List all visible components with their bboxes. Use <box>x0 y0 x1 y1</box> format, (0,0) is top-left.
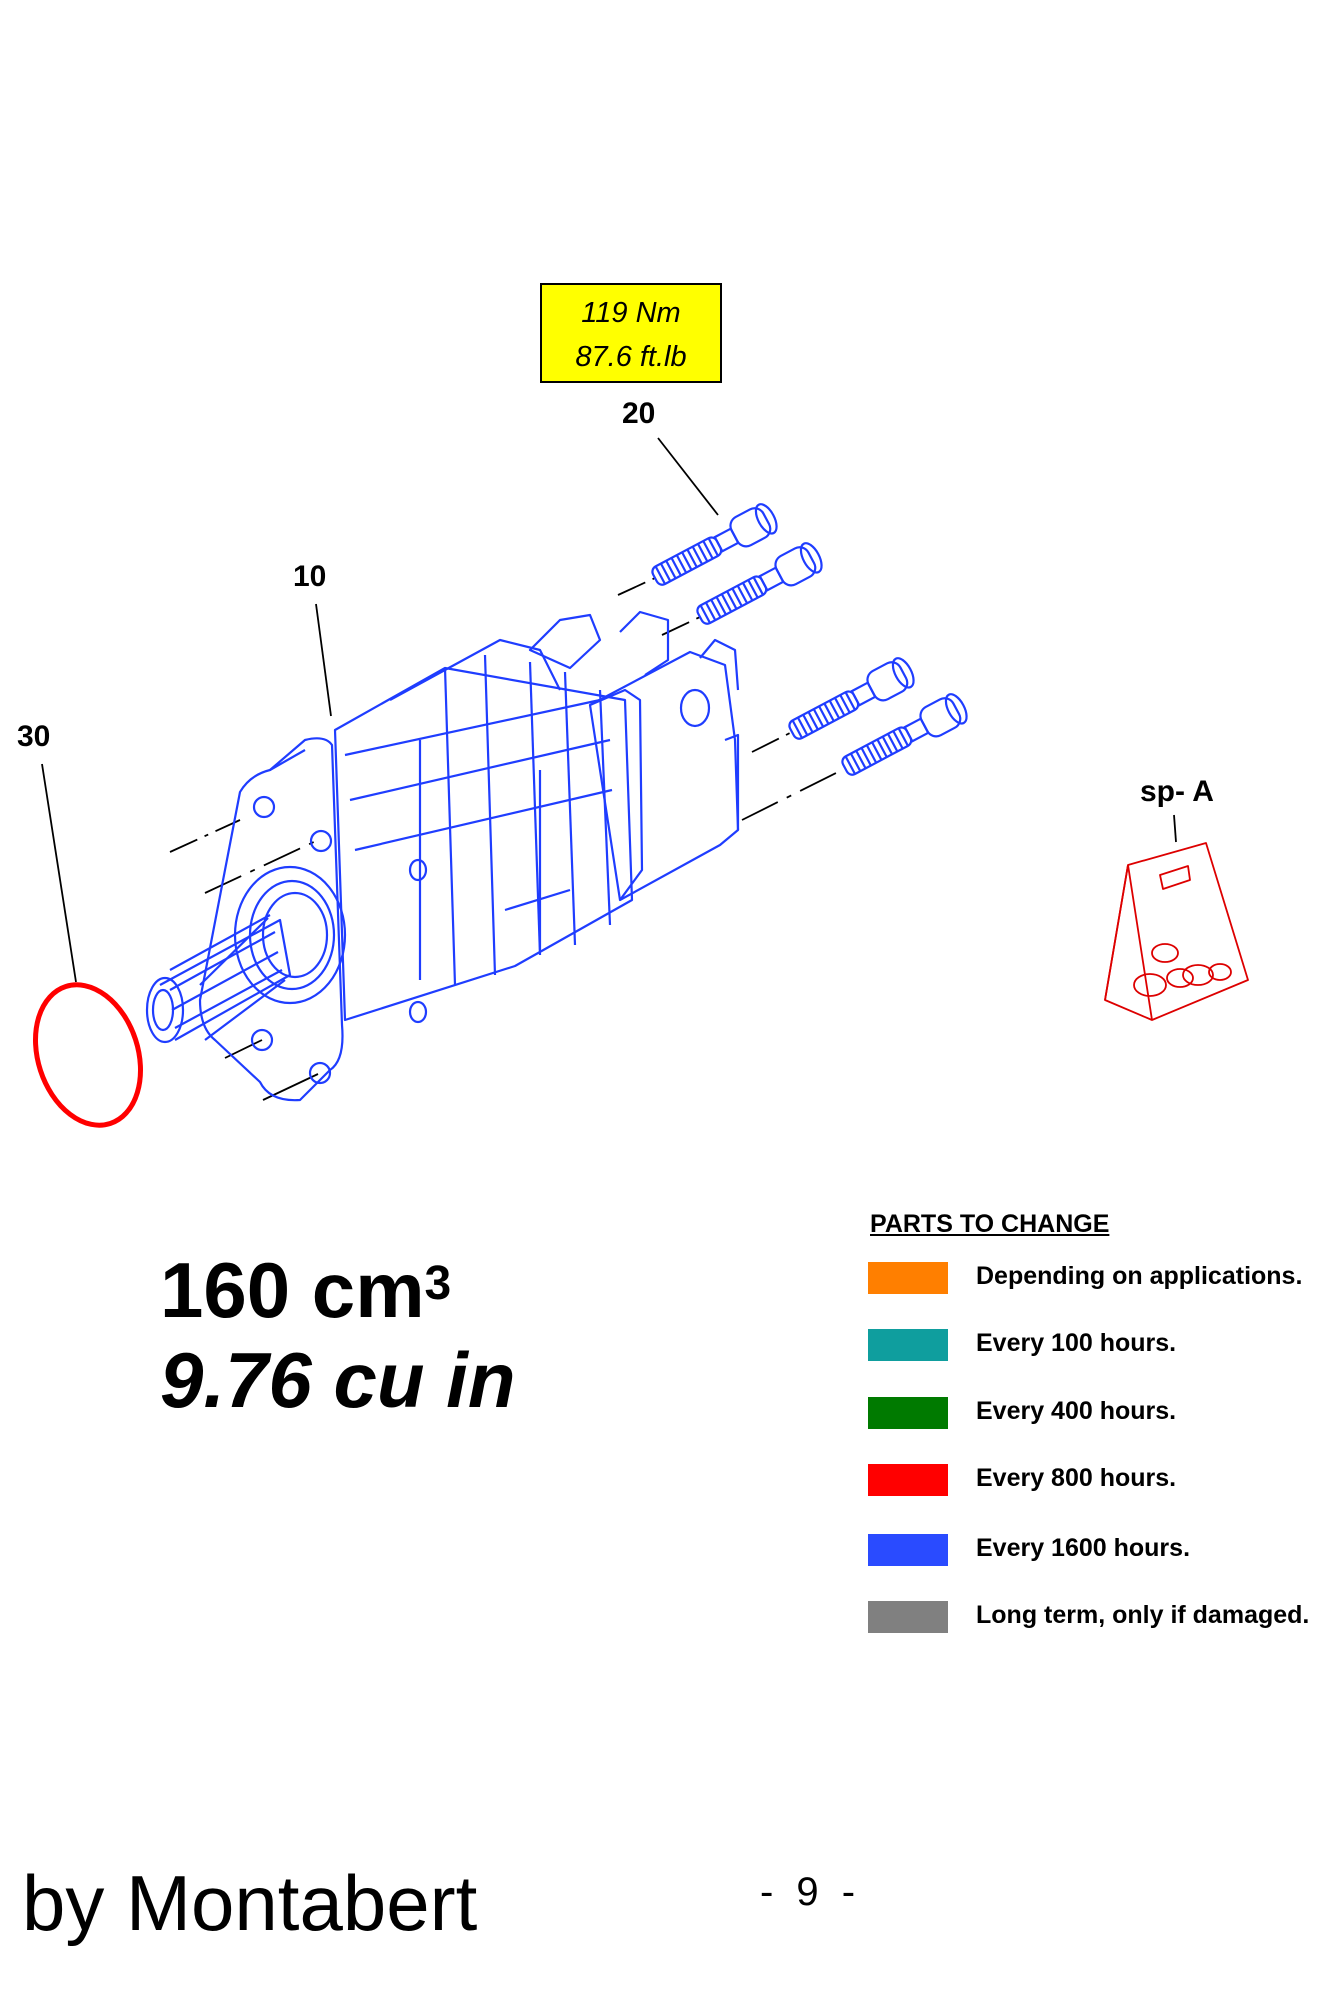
leader-lines <box>41 437 1177 1101</box>
callout-10: 10 <box>293 560 327 593</box>
displacement-metric-exponent: 3 <box>424 1257 452 1310</box>
torque-nm: 119 Nm <box>581 297 681 329</box>
legend-item: Every 800 hours. <box>868 1462 1338 1498</box>
legend-swatch <box>868 1262 948 1294</box>
legend-title: PARTS TO CHANGE <box>870 1210 1110 1238</box>
legend-label: Every 400 hours. <box>976 1397 1177 1425</box>
legend-label: Depending on applications. <box>976 1262 1303 1290</box>
callout-30: 30 <box>17 720 51 753</box>
displacement-metric-value: 160 cm <box>160 1246 425 1334</box>
cap-screw-icon <box>651 503 968 776</box>
legend-item: Every 100 hours. <box>868 1327 1338 1363</box>
legend-label: Every 100 hours. <box>976 1329 1177 1357</box>
displacement-metric: 160 cm3 <box>160 1245 516 1335</box>
legend-swatch <box>868 1464 948 1496</box>
footer-brand: by Montabert <box>22 1859 478 1947</box>
legend-item: Long term, only if damaged. <box>868 1599 1338 1635</box>
torque-ftlb: 87.6 ft.lb <box>575 341 687 373</box>
legend-item: Every 1600 hours. <box>868 1532 1338 1568</box>
legend-label: Long term, only if damaged. <box>976 1601 1310 1629</box>
displacement-spec: 160 cm3 9.76 cu in <box>160 1245 516 1425</box>
legend-swatch <box>868 1534 948 1566</box>
legend-item: Every 400 hours. <box>868 1395 1338 1431</box>
torque-spec-box: 119 Nm 87.6 ft.lb <box>540 283 722 383</box>
callout-sp-a: sp- A <box>1140 775 1214 808</box>
page-number: - 9 - <box>760 1870 862 1914</box>
legend-swatch <box>868 1397 948 1429</box>
legend-swatch <box>868 1329 948 1361</box>
parts-legend: PARTS TO CHANGE Depending on application… <box>868 1210 1338 1633</box>
legend-item: Depending on applications. <box>868 1260 1338 1296</box>
legend-swatch <box>868 1601 948 1633</box>
hydraulic-motor-icon <box>145 610 740 1102</box>
callout-20: 20 <box>622 397 656 430</box>
legend-label: Every 1600 hours. <box>976 1534 1191 1562</box>
legend-label: Every 800 hours. <box>976 1464 1177 1492</box>
seal-kit-bag-icon <box>1104 842 1249 1021</box>
displacement-imperial: 9.76 cu in <box>160 1336 516 1424</box>
o-ring-icon <box>32 982 144 1128</box>
